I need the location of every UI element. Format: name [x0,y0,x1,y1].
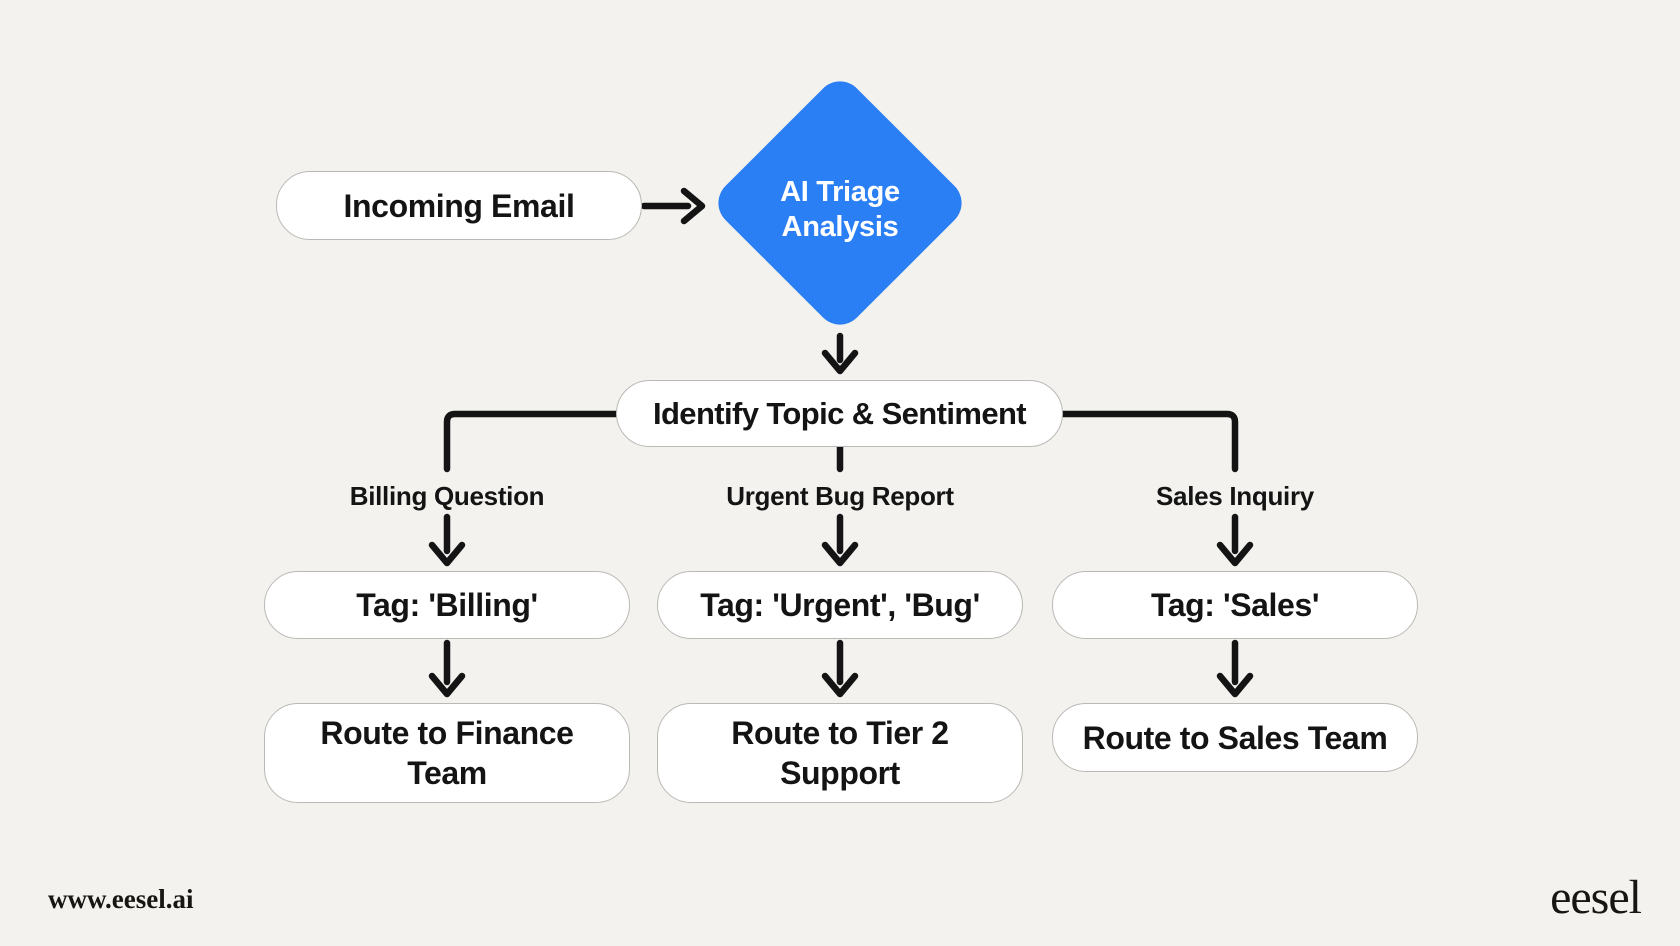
arrow-down-icon [821,541,859,567]
arrow-down-icon [1216,672,1254,698]
arrow-right-icon [680,187,706,225]
arrow-down-icon [1216,541,1254,567]
tag-billing-node: Tag: 'Billing' [264,571,630,639]
identify-topic-sentiment-node: Identify Topic & Sentiment [616,380,1063,447]
branch-label-sales-inquiry: Sales Inquiry [1156,481,1314,511]
route-sales-team-label: Route to Sales Team [1082,719,1388,756]
ai-triage-line2: Analysis [781,211,899,243]
route-tier2-support-node: Route to Tier 2 Support [657,703,1023,803]
identify-topic-sentiment-label: Identify Topic & Sentiment [652,395,1027,431]
connector-identify-right-branch [1059,410,1239,473]
tag-urgent-bug-node: Tag: 'Urgent', 'Bug' [657,571,1023,639]
incoming-email-label: Incoming Email [343,187,575,224]
eesel-logo: eesel [1550,871,1642,924]
arrow-down-icon [428,541,466,567]
tag-billing-label: Tag: 'Billing' [356,587,538,623]
route-finance-team-node: Route to Finance Team [264,703,630,803]
tag-sales-label: Tag: 'Sales' [1150,587,1320,623]
branch-label-billing-question: Billing Question [349,481,545,511]
website-url-text: www.eesel.ai [48,884,194,914]
arrow-down-icon [821,349,859,375]
tag-sales-node: Tag: 'Sales' [1052,571,1418,639]
tag-urgent-bug-label: Tag: 'Urgent', 'Bug' [700,587,980,623]
ai-triage-decision-label: AI Triage Analysis [747,110,933,296]
route-finance-team-label: Route to Finance Team [320,715,574,791]
ai-triage-decision-node: AI Triage Analysis [708,71,972,335]
arrow-down-icon [821,672,859,698]
arrow-down-icon [428,672,466,698]
branch-label-urgent-bug-report: Urgent Bug Report [726,481,954,511]
route-sales-team-node: Route to Sales Team [1052,703,1418,772]
connector-identify-left-branch [443,410,620,473]
incoming-email-node: Incoming Email [276,171,642,240]
route-tier2-support-label: Route to Tier 2 Support [731,715,949,791]
ai-triage-line1: AI Triage [780,176,900,208]
